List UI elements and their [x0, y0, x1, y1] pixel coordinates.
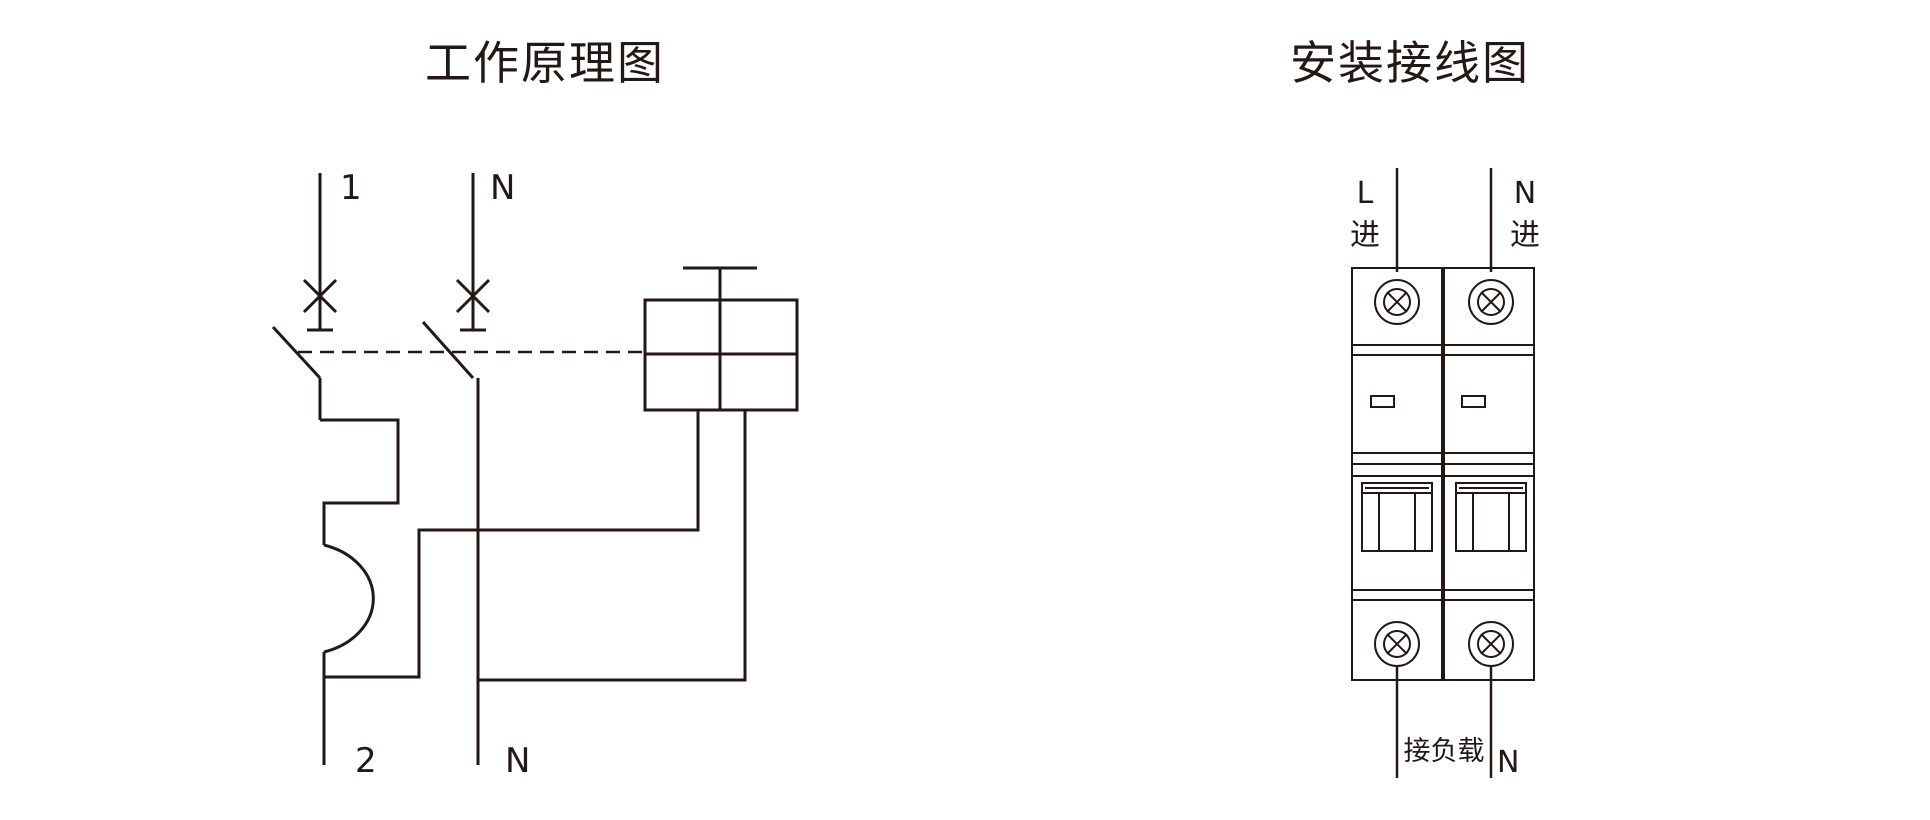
- toggle-lever-left: [1361, 482, 1433, 552]
- label-neutral-out-right: N: [1497, 745, 1519, 780]
- installation-wiring-title: 安装接线图: [1290, 36, 1530, 90]
- sensing-wire-inner: [324, 410, 700, 679]
- contact-x-mark-line: [302, 278, 338, 332]
- terminal-screw-bottom-left: [1374, 621, 1420, 667]
- label-neutral-in-letter: N: [1514, 176, 1536, 211]
- terminal-screw-top-left: [1374, 279, 1420, 325]
- magnetic-coil: [323, 543, 375, 654]
- label-line-in-char: 进: [1350, 218, 1380, 253]
- thermal-element: [320, 418, 400, 545]
- indicator-window-right: [1461, 395, 1486, 408]
- contact-x-mark-neutral: [455, 278, 491, 332]
- terminal-screw-top-right: [1468, 279, 1514, 325]
- label-terminal-1: 1: [340, 168, 362, 208]
- indicator-window-left: [1370, 395, 1395, 408]
- neutral-conductor: [421, 173, 491, 765]
- working-principle-diagram: [271, 173, 799, 765]
- sensing-wire-outer: [478, 410, 747, 682]
- label-neutral-in-char: 进: [1510, 218, 1540, 253]
- switch-blade-neutral: [421, 321, 475, 379]
- residual-current-unit: [643, 266, 799, 412]
- switch-blade-line: [271, 325, 322, 380]
- label-load: 接负载: [1404, 736, 1485, 767]
- installation-wiring-diagram: [1351, 168, 1535, 778]
- label-neutral-in: N: [490, 168, 515, 208]
- terminal-screw-bottom-right: [1468, 621, 1514, 667]
- label-terminal-2: 2: [355, 741, 377, 781]
- toggle-lever-right: [1455, 482, 1527, 552]
- label-neutral-out: N: [505, 741, 530, 781]
- label-line-in-letter: L: [1357, 176, 1374, 211]
- line-conductor: [271, 173, 400, 765]
- working-principle-title: 工作原理图: [425, 36, 665, 90]
